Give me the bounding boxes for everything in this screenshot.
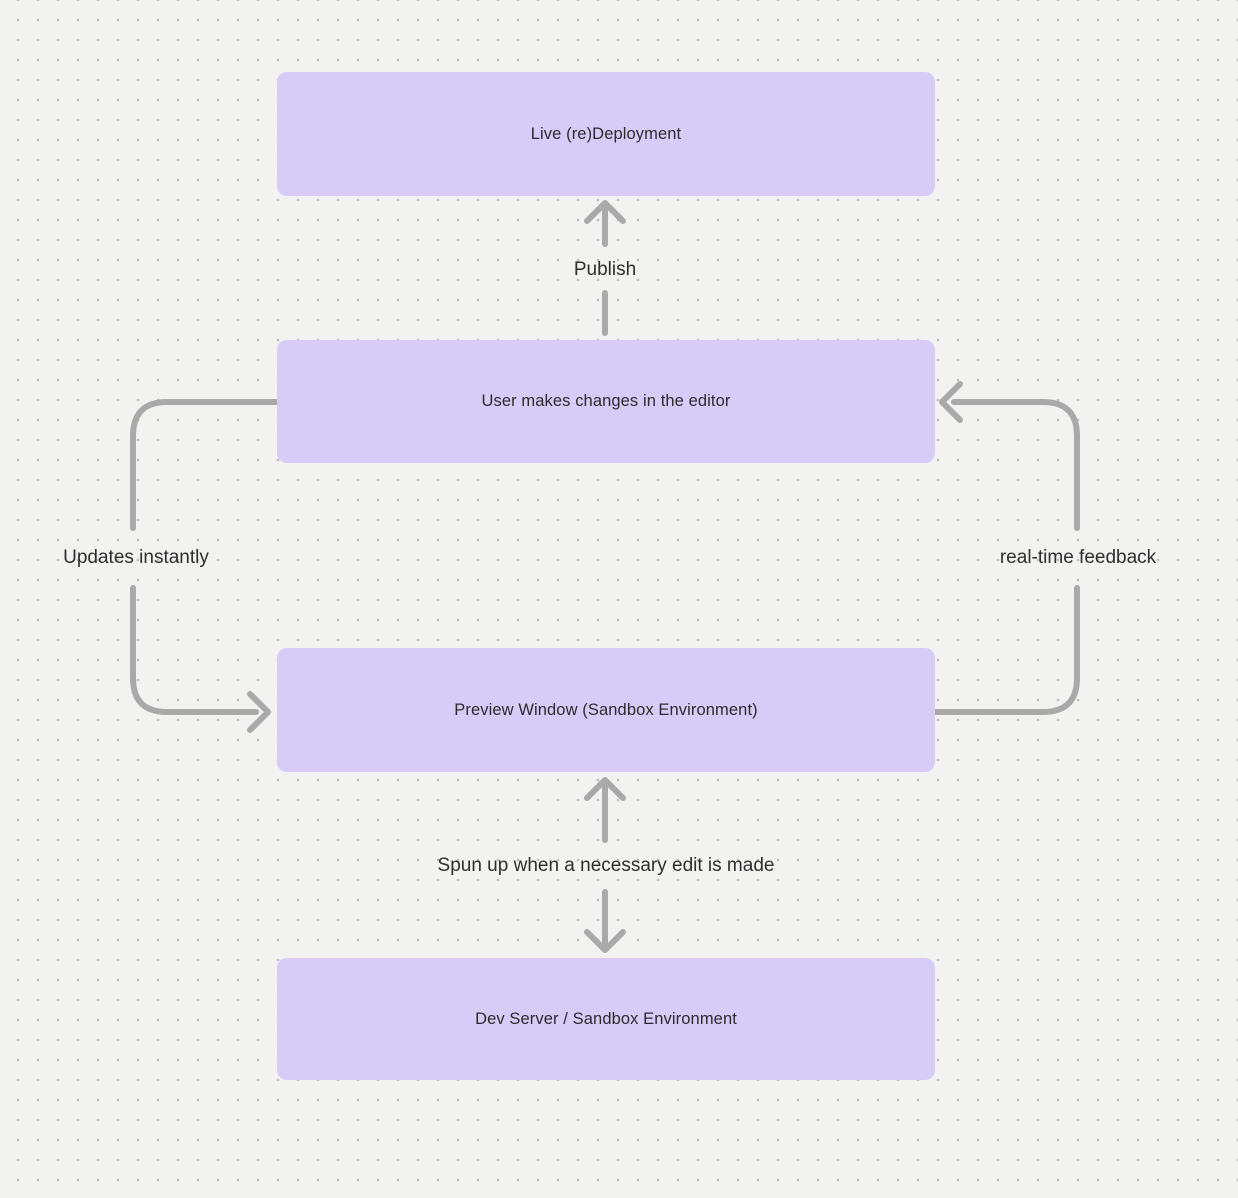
- node-dev-server: Dev Server / Sandbox Environment: [277, 958, 935, 1080]
- edge-label-updates-instantly: Updates instantly: [63, 547, 209, 568]
- edge-label-real-time-feedback: real-time feedback: [999, 547, 1157, 568]
- node-editor-label: User makes changes in the editor: [481, 392, 731, 410]
- node-editor: User makes changes in the editor: [277, 340, 935, 463]
- node-live-deployment-label: Live (re)Deployment: [530, 124, 682, 143]
- edge-label-publish: Publish: [573, 259, 637, 280]
- edge-label-spun-up: Spun up when a necessary edit is made: [437, 855, 775, 876]
- node-preview-window: Preview Window (Sandbox Environment): [277, 648, 935, 772]
- node-live-deployment: Live (re)Deployment: [277, 72, 935, 196]
- node-dev-server-label: Dev Server / Sandbox Environment: [475, 1009, 737, 1028]
- node-preview-window-label: Preview Window (Sandbox Environment): [454, 700, 758, 719]
